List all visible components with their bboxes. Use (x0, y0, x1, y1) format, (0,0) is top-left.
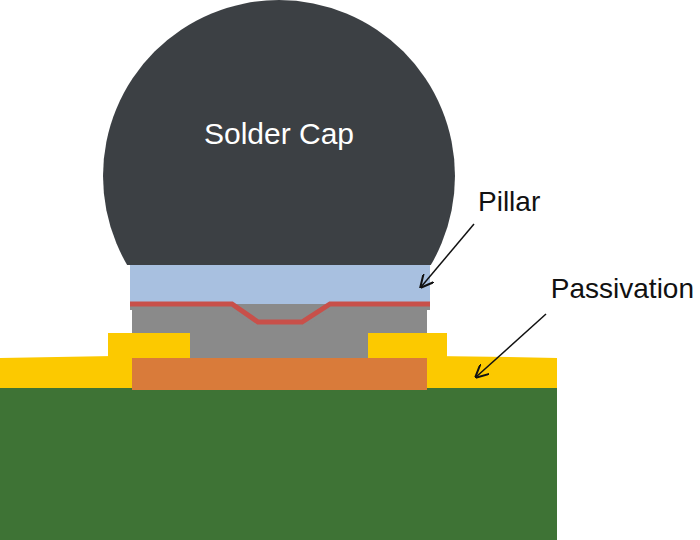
ubm-base (130, 304, 430, 328)
callout-label: Pillar (478, 186, 540, 218)
leader-arrow (476, 314, 546, 377)
callout-label: Passivation (551, 273, 694, 305)
passivation-step (368, 333, 447, 360)
substrate (0, 386, 557, 540)
solder-cap-ball (103, 0, 455, 265)
copper-pillar (130, 264, 430, 304)
passivation-step (108, 333, 190, 360)
seed-layer (130, 304, 430, 322)
part-name: Solder Cap (103, 117, 455, 151)
solder-cap: Solder Cap (103, 0, 455, 265)
bond-pad (132, 358, 427, 390)
